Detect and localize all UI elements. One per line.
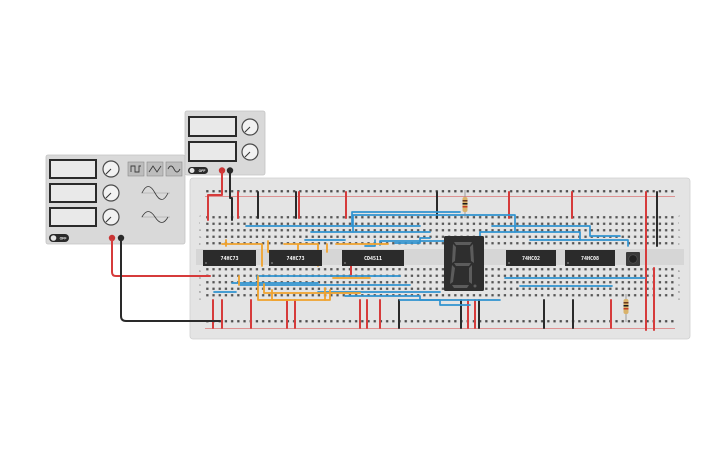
- svg-text:E: E: [199, 269, 201, 273]
- resistor-icon[interactable]: [623, 294, 629, 322]
- power-toggle[interactable]: OFF: [49, 234, 69, 242]
- chip-74hc73-a[interactable]: 74HC73: [203, 250, 256, 266]
- svg-text:G: G: [199, 235, 202, 239]
- negative-terminal[interactable]: [117, 234, 125, 242]
- svg-text:G: G: [678, 235, 681, 239]
- svg-text:OFF: OFF: [199, 169, 206, 173]
- svg-text:74HC02: 74HC02: [522, 256, 540, 262]
- positive-terminal[interactable]: [108, 234, 116, 242]
- knob-icon[interactable]: [102, 184, 120, 202]
- svg-text:F: F: [199, 242, 201, 246]
- svg-text:OFF: OFF: [60, 237, 67, 241]
- svg-text:I: I: [678, 221, 679, 225]
- power-toggle[interactable]: OFF: [188, 167, 208, 174]
- jumper-wires[interactable]: [212, 191, 658, 331]
- triangle-wave-icon[interactable]: [146, 161, 164, 177]
- svg-text:C: C: [678, 283, 681, 287]
- chip-cd4511[interactable]: CD4511: [342, 250, 404, 266]
- chip-74hc73-b[interactable]: 74HC73: [269, 250, 322, 266]
- resistor-icon[interactable]: [462, 190, 468, 218]
- knob-icon[interactable]: [241, 118, 259, 136]
- waveform-preview: [141, 186, 170, 223]
- svg-text:B: B: [199, 290, 201, 294]
- chip-74hc08[interactable]: 74HC08: [565, 250, 615, 266]
- ic-chips[interactable]: 74HC73 74HC73 CD4511 74HC02 74HC08: [203, 250, 615, 266]
- svg-text:A: A: [199, 297, 201, 301]
- svg-text:74HC73: 74HC73: [286, 256, 304, 262]
- svg-text:D: D: [678, 276, 681, 280]
- knob-icon[interactable]: [102, 160, 120, 178]
- negative-terminal[interactable]: [226, 167, 234, 174]
- seven-segment-display[interactable]: 8: [0, 0, 484, 291]
- power-supply[interactable]: OFF: [184, 110, 266, 176]
- chip-74hc02[interactable]: 74HC02: [506, 250, 556, 266]
- knob-icon[interactable]: [241, 143, 259, 161]
- instrument-leads[interactable]: [111, 171, 233, 322]
- svg-text:E: E: [678, 269, 680, 273]
- svg-text:I: I: [199, 221, 200, 225]
- knob-icon[interactable]: [102, 208, 120, 226]
- svg-text:D: D: [199, 276, 202, 280]
- svg-text:A: A: [678, 297, 680, 301]
- svg-text:B: B: [678, 290, 680, 294]
- svg-text:J: J: [199, 214, 201, 218]
- svg-text:CD4511: CD4511: [364, 256, 382, 262]
- svg-text:H: H: [678, 228, 680, 232]
- svg-text:J: J: [678, 214, 680, 218]
- display-digit: 8: [0, 0, 1, 1]
- positive-terminal[interactable]: [218, 167, 226, 174]
- svg-text:F: F: [678, 242, 680, 246]
- function-generator[interactable]: OFF: [45, 154, 186, 245]
- svg-text:C: C: [199, 283, 202, 287]
- square-wave-icon[interactable]: [127, 161, 145, 177]
- sine-wave-icon[interactable]: [165, 161, 183, 177]
- svg-text:74HC08: 74HC08: [581, 256, 599, 262]
- svg-text:H: H: [199, 228, 201, 232]
- svg-text:74HC73: 74HC73: [220, 256, 238, 262]
- pushbutton-icon[interactable]: [626, 252, 640, 266]
